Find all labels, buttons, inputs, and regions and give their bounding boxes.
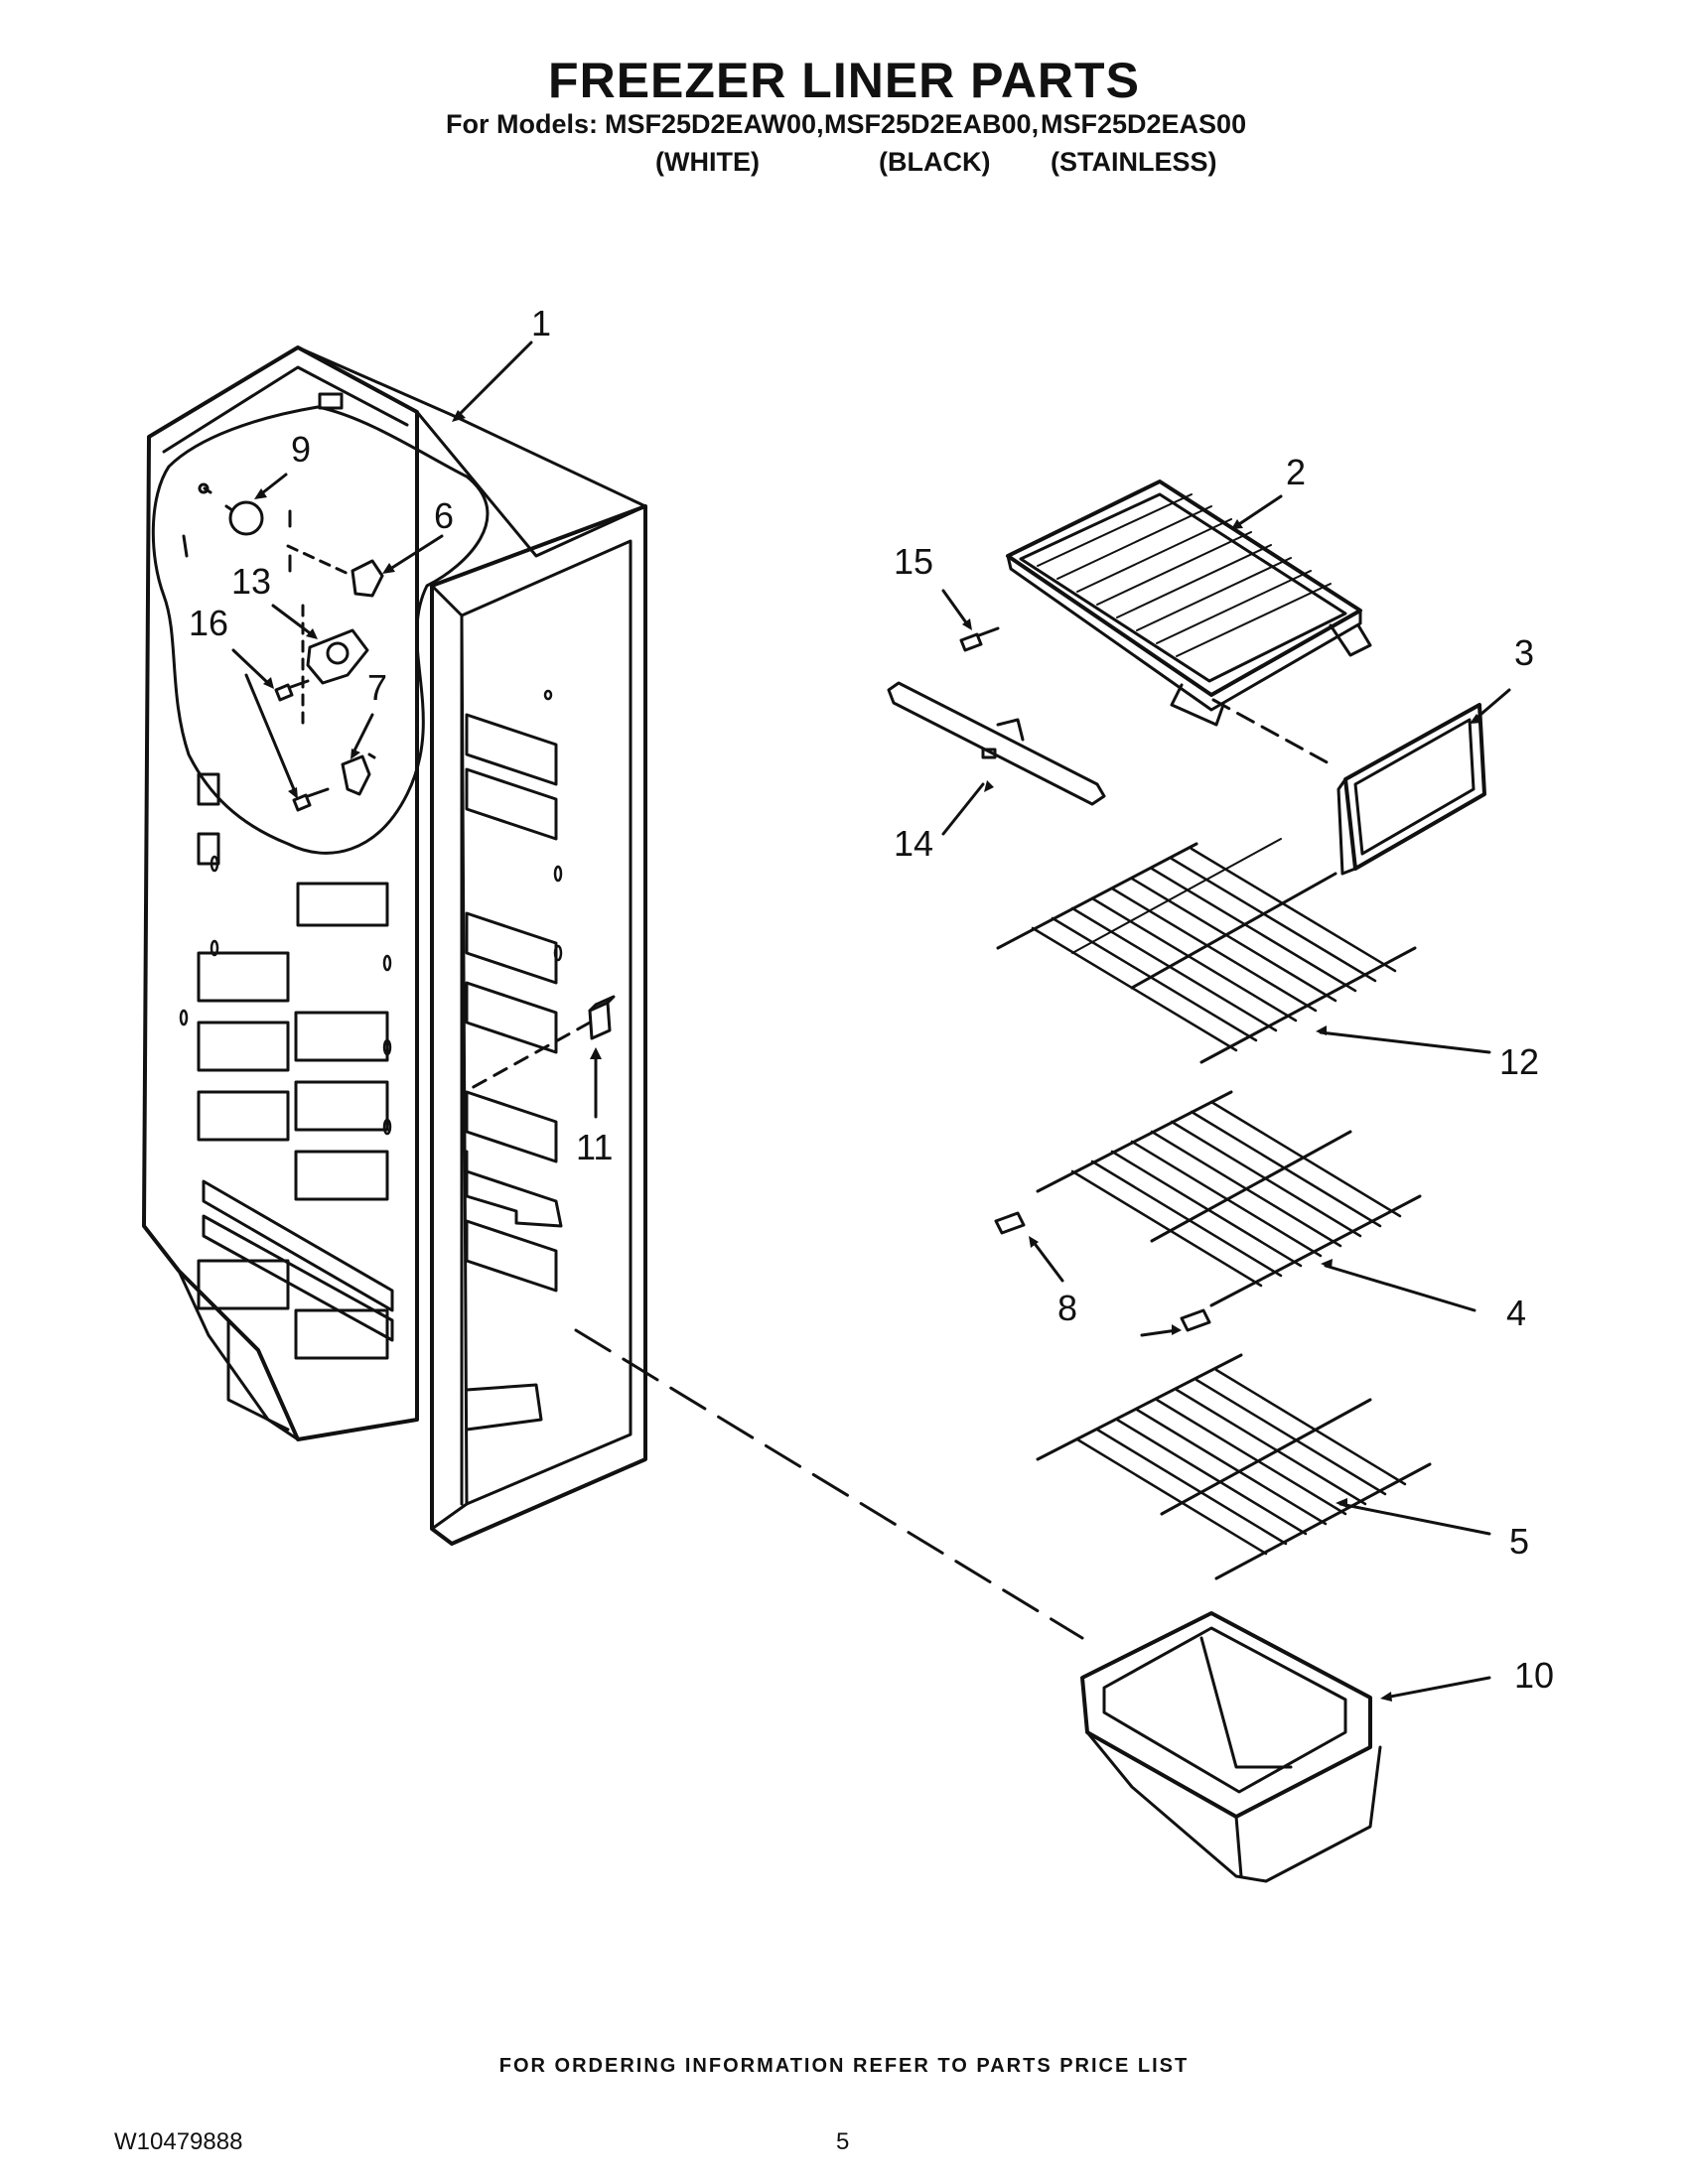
color-white: (WHITE) <box>655 147 760 177</box>
callout-8: 8 <box>1057 1288 1077 1328</box>
callouts: 1 2 3 4 5 6 7 8 9 10 11 12 13 14 15 16 <box>189 303 1554 1696</box>
callout-7: 7 <box>367 667 387 708</box>
bin-dashed-line <box>574 1328 1084 1640</box>
callout-5: 5 <box>1509 1521 1529 1562</box>
part-9-plug <box>198 482 264 536</box>
leader-arrowheads <box>254 410 1482 1702</box>
model-colors: (WHITE) (BLACK) (STAINLESS) <box>0 147 1688 183</box>
part-6-clip <box>286 544 384 598</box>
part-13-bracket <box>301 604 369 727</box>
callout-11: 11 <box>576 1127 613 1167</box>
callout-15: 15 <box>894 541 933 582</box>
part-2-upper-shelf <box>1006 479 1372 727</box>
part-5-wire-shelf <box>1036 1353 1432 1580</box>
callout-12: 12 <box>1499 1041 1539 1082</box>
part-10-bin <box>1080 1611 1382 1883</box>
ordering-note: FOR ORDERING INFORMATION REFER TO PARTS … <box>498 2055 1190 2077</box>
model-stainless: MSF25D2EAS00 <box>1041 109 1247 139</box>
part-7-clip <box>341 752 376 796</box>
callout-1: 1 <box>531 303 551 343</box>
callout-6: 6 <box>434 495 454 536</box>
callout-4: 4 <box>1506 1293 1526 1333</box>
page-title: FREEZER LINER PARTS <box>548 53 1140 108</box>
part-3-cover <box>1211 698 1486 876</box>
page-number: 5 <box>836 2128 850 2155</box>
part-8-clips <box>994 1211 1211 1332</box>
part-12-wire-shelf <box>996 838 1417 1064</box>
part-4-wire-shelf <box>1036 1090 1422 1307</box>
color-black: (BLACK) <box>879 147 991 177</box>
callout-2: 2 <box>1286 452 1306 492</box>
models-label: For Models: <box>446 109 598 139</box>
color-stainless: (STAINLESS) <box>1051 147 1217 177</box>
model-black: MSF25D2EAB00, <box>824 109 1040 139</box>
callout-3: 3 <box>1514 632 1534 673</box>
part-16-screws <box>274 679 330 812</box>
callout-14: 14 <box>894 823 933 864</box>
freezer-liner <box>142 345 647 1546</box>
part-14-bracket <box>887 681 1106 806</box>
part-15-screw <box>959 626 1000 652</box>
callout-9: 9 <box>291 429 311 470</box>
part-11-fitting <box>470 995 616 1090</box>
callout-13: 13 <box>231 561 271 602</box>
callout-10: 10 <box>1514 1655 1554 1696</box>
leader-lines <box>231 341 1511 1700</box>
callout-16: 16 <box>189 603 228 643</box>
model-white: MSF25D2EAW00, <box>605 109 824 139</box>
document-number: W10479888 <box>114 2128 243 2155</box>
